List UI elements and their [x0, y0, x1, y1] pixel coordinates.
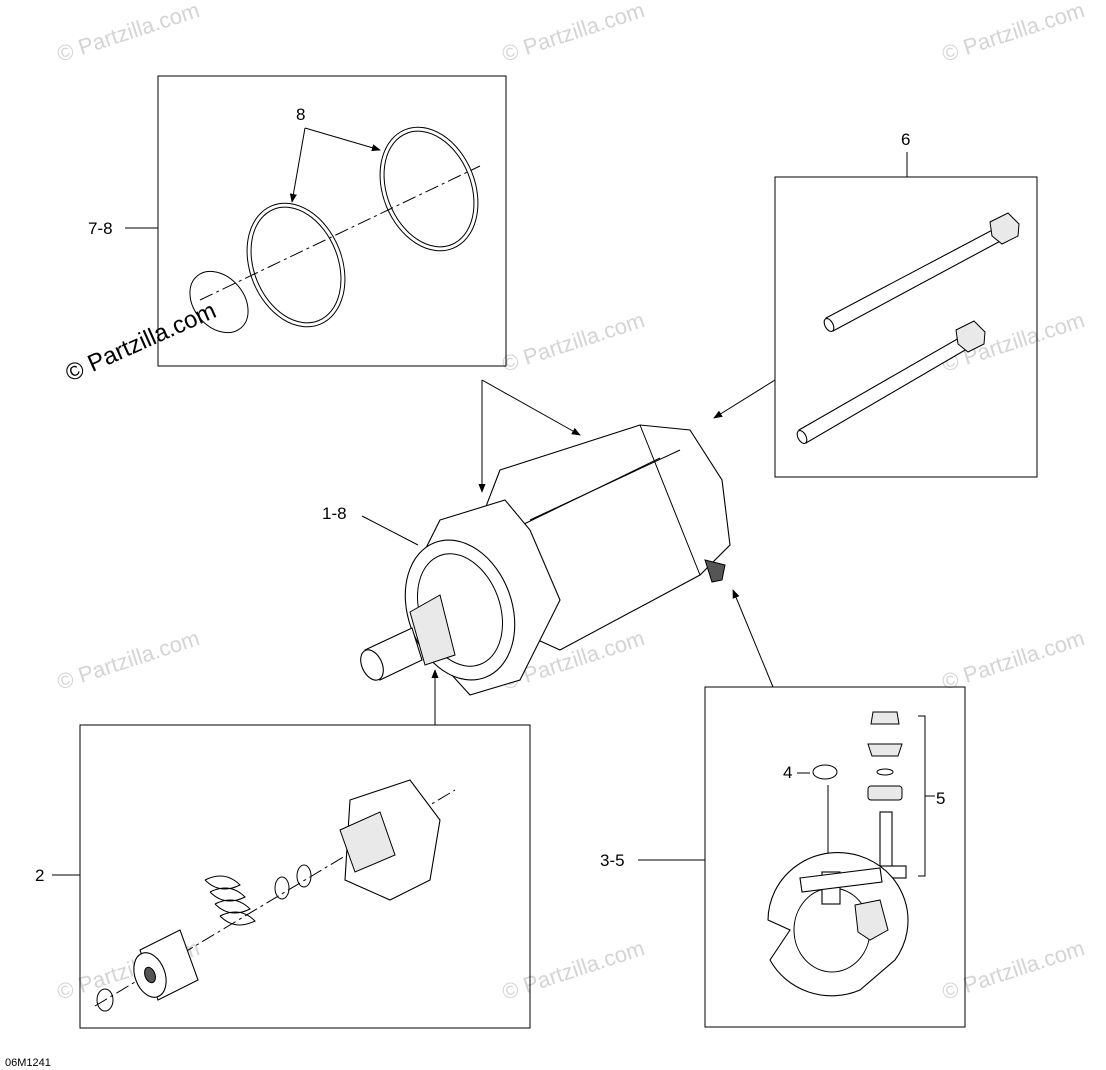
- callout-5: 5: [936, 789, 945, 808]
- watermark: © Partzilla.com: [54, 625, 203, 695]
- watermark-prominent: © Partzilla.com: [61, 297, 220, 387]
- through-bolt-panel: 6: [774, 130, 1038, 478]
- watermark: © Partzilla.com: [54, 0, 203, 67]
- watermark: © Partzilla.com: [499, 935, 648, 1005]
- brush-holder-panel: 3-5 4 5: [600, 686, 966, 1028]
- drawing-code: 06M1241: [5, 1057, 51, 1069]
- callout-8: 8: [296, 105, 305, 124]
- callout-3-5: 3-5: [600, 851, 625, 870]
- starter-motor-icon: [360, 379, 776, 726]
- watermark: © Partzilla.com: [499, 0, 648, 67]
- callout-7-8: 7-8: [88, 219, 113, 238]
- callout-6: 6: [901, 130, 910, 149]
- watermark: © Partzilla.com: [939, 625, 1088, 695]
- drive-pinion-icon: [96, 779, 441, 1012]
- watermark: © Partzilla.com: [939, 0, 1088, 67]
- watermark: © Partzilla.com: [939, 935, 1088, 1005]
- drive-assembly-panel: 2: [35, 724, 531, 1029]
- o-ring-kit-panel: 7-8 8: [88, 75, 507, 367]
- callout-1-8: 1-8: [322, 504, 347, 523]
- brush-holder-icon: [767, 711, 909, 997]
- watermark: © Partzilla.com: [499, 307, 648, 377]
- o-ring-icon: [189, 126, 479, 334]
- callout-2: 2: [35, 866, 44, 885]
- bolt-icon: [796, 212, 1020, 445]
- callout-4: 4: [783, 763, 792, 782]
